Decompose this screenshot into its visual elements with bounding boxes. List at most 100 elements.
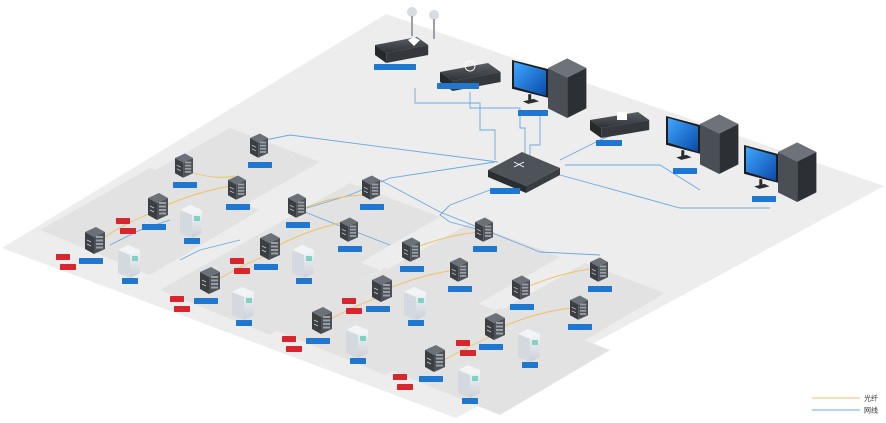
switch-port [371, 189, 379, 192]
switch-top [175, 153, 193, 163]
switch-arrow [313, 319, 319, 327]
switch-port [459, 268, 467, 271]
switch-port [371, 186, 379, 189]
switch-port [383, 291, 390, 293]
tag-plate [342, 298, 356, 304]
switch-port [411, 245, 419, 248]
tag-plate [170, 296, 184, 302]
device-tag [462, 398, 478, 404]
device-tag [248, 162, 272, 168]
network-cable [179, 239, 241, 261]
cabinet-side [346, 330, 358, 358]
network-switch-icon [362, 175, 380, 200]
switch-port [521, 286, 529, 289]
device-tag [419, 376, 443, 382]
network-cable [299, 209, 391, 246]
legend-network-label: 网线 [864, 406, 878, 415]
tag-plate [60, 264, 76, 270]
device-tag [437, 83, 479, 89]
switch-port [579, 303, 587, 306]
monitor-screen [746, 147, 776, 181]
tag-plate [226, 204, 250, 210]
monitor-stand [681, 150, 685, 157]
tag-plate [400, 266, 424, 272]
switch-arrow [513, 286, 518, 294]
network-cables [109, 88, 770, 261]
switch-port [259, 141, 267, 144]
tag-plate [296, 278, 312, 284]
switch-port [323, 323, 330, 325]
tag-plate [254, 264, 278, 270]
switch-side [340, 222, 349, 242]
tag-plate [588, 286, 612, 292]
network-switch-icon [250, 133, 268, 158]
switch-port [96, 243, 103, 245]
switch-port [159, 205, 166, 208]
network-switch-icon [590, 257, 608, 282]
network-switch-icon [312, 307, 332, 334]
protection-device-icon [518, 329, 540, 362]
switch-side [402, 242, 411, 262]
switch-port [184, 161, 192, 164]
device-tag [173, 182, 197, 188]
switch-top [85, 227, 105, 237]
cabinet-side [180, 210, 192, 238]
protection-device-icon [180, 205, 202, 238]
tag-plate [230, 258, 244, 264]
switch-side [512, 280, 521, 300]
switch-side [372, 280, 381, 302]
tag-plate [116, 218, 130, 224]
chip-icon [617, 112, 627, 120]
switch-port [259, 144, 267, 147]
tag-plate [79, 258, 103, 264]
tag-plate [184, 238, 200, 244]
switch-side [312, 312, 321, 334]
switch-port [383, 284, 390, 286]
cabinet-display [306, 256, 312, 261]
network-switch-icon [148, 193, 168, 220]
switch-arrow [571, 306, 576, 314]
switch-port [271, 242, 278, 244]
tag-plate [346, 308, 362, 314]
device-tag [122, 278, 138, 284]
clock-server-icon [464, 60, 476, 72]
cabinet-top [292, 245, 314, 255]
core-switch-top [488, 152, 560, 186]
device-tag-red [230, 258, 244, 264]
tower-side [778, 152, 798, 202]
switch-port [297, 207, 305, 210]
cabinet-top [180, 205, 202, 215]
monitor-icon [666, 116, 700, 160]
switch-side [228, 180, 237, 200]
switch-port [211, 276, 218, 278]
network-switch-icon [450, 257, 468, 282]
cabinet-side [118, 250, 130, 278]
tower-top [700, 114, 739, 134]
computer-tower-icon [778, 142, 817, 202]
switch-port [496, 329, 503, 331]
cabinet-display [132, 256, 138, 261]
monitor-screen [514, 62, 546, 96]
switch-port [184, 167, 192, 170]
device-tag-red [346, 308, 362, 314]
switch-port [436, 364, 443, 367]
legend-fiber-label: 光纤 [864, 394, 878, 403]
switch-arrow [451, 268, 456, 276]
network-cable [469, 92, 526, 160]
server-side [590, 120, 602, 138]
switch-arrow [86, 239, 92, 247]
device-tag [473, 246, 497, 252]
tag-plate [360, 204, 384, 210]
device-tag [596, 140, 622, 146]
tag-plate [397, 384, 413, 390]
device-tag [568, 324, 592, 330]
tag-plate [510, 304, 534, 310]
switch-side [362, 180, 371, 200]
switch-port [459, 275, 467, 277]
switch-arrow [363, 186, 368, 194]
switch-port [411, 255, 419, 257]
device-tag [510, 304, 534, 310]
monitor-screen [668, 118, 698, 152]
switch-port [484, 235, 492, 237]
network-switch-icon [402, 237, 420, 262]
